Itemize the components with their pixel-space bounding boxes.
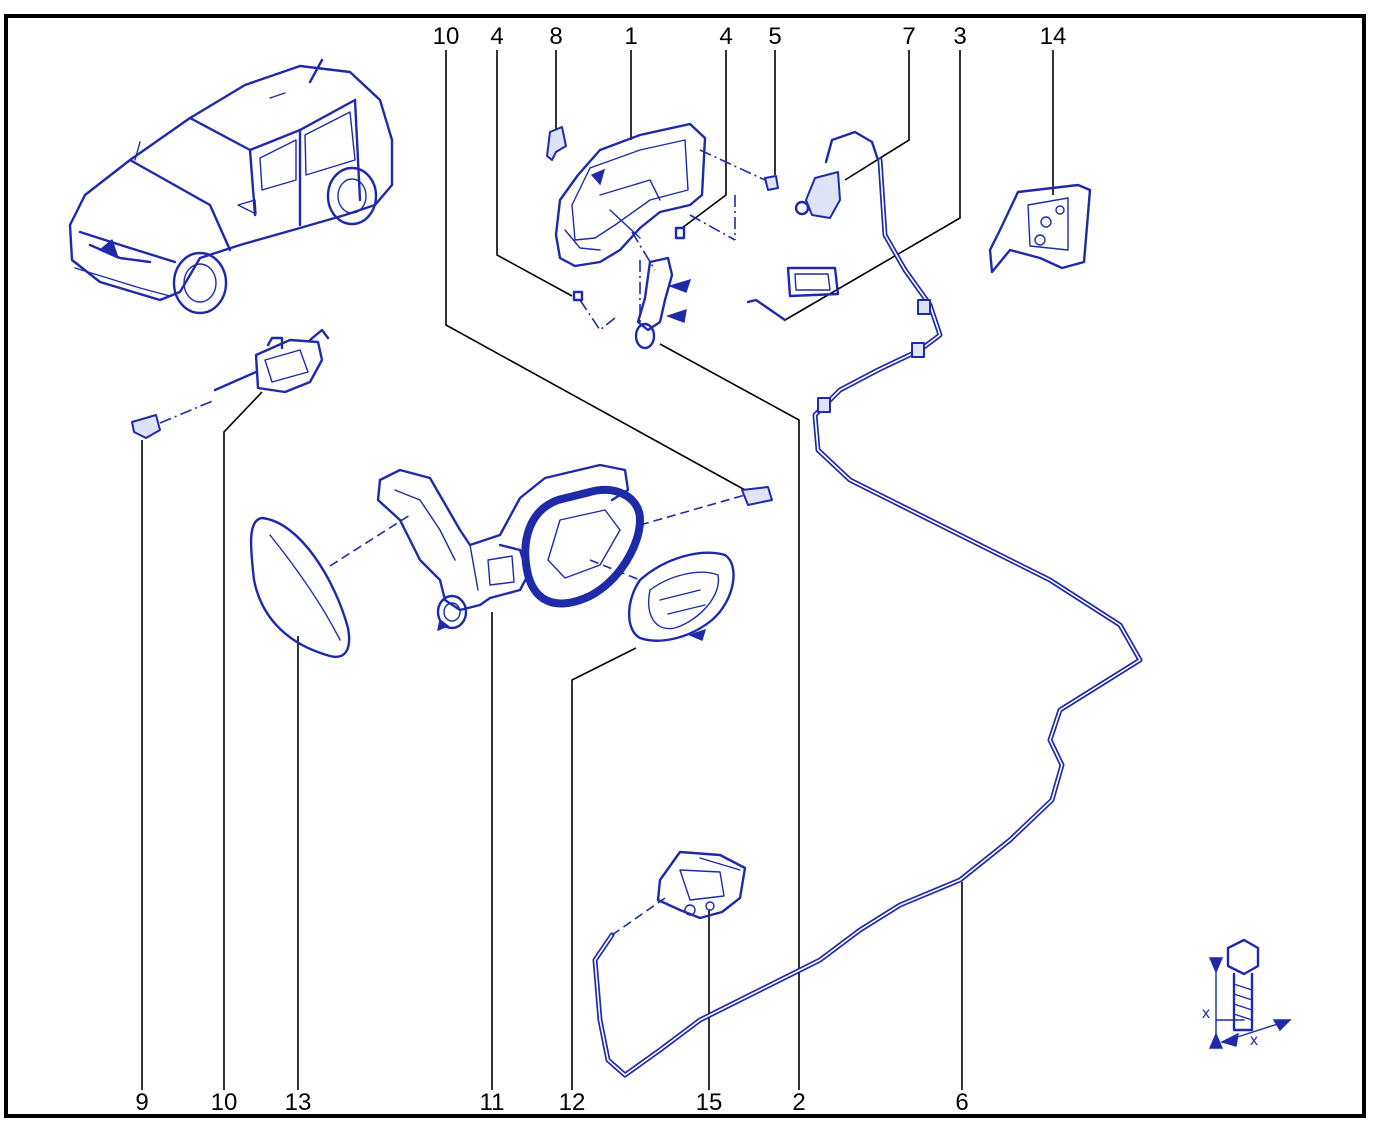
- part-9-screw: [131, 399, 216, 439]
- part-13-fuel-flap: [249, 514, 411, 659]
- part-15-latch: [611, 850, 747, 936]
- callout-11: 11: [480, 1089, 505, 1116]
- part-8-clip: [546, 126, 567, 161]
- callout-4-left: 4: [490, 23, 503, 50]
- part-10-lock-actuator: [213, 328, 330, 394]
- part-2-hinge-arm: [634, 256, 692, 350]
- callout-10-bottom: 10: [211, 1089, 238, 1116]
- part-6-release-cable: [592, 157, 1143, 1078]
- callout-15: 15: [696, 1089, 723, 1116]
- callout-13: 13: [285, 1089, 312, 1116]
- bolt-dimension-symbol: x x: [1202, 938, 1292, 1049]
- callout-3: 3: [953, 23, 966, 50]
- callout-12: 12: [559, 1089, 586, 1116]
- leader-lines: [141, 50, 1054, 1090]
- callout-5: 5: [768, 23, 781, 50]
- bolt-length-label: x: [1202, 1005, 1210, 1022]
- part-5-plug: [764, 175, 779, 191]
- part-3-label-clip: [746, 266, 840, 322]
- callout-14: 14: [1040, 23, 1067, 50]
- part-1-flap-housing: [554, 122, 707, 268]
- callout-4-right: 4: [719, 23, 732, 50]
- part-11-gasket-ring: [521, 485, 746, 608]
- vehicle-illustration: [68, 58, 394, 315]
- callout-10-top: 10: [433, 23, 460, 50]
- bolt-diameter-label: x: [1250, 1032, 1258, 1049]
- callout-6: 6: [955, 1089, 968, 1116]
- callout-1: 1: [624, 23, 637, 50]
- assembly-lines-upper: [579, 149, 766, 332]
- part-10-screw: [741, 486, 773, 506]
- diagram-frame: [4, 14, 1366, 1118]
- callout-9: 9: [135, 1089, 148, 1116]
- part-14-bracket: [988, 183, 1092, 274]
- part-12-cover: [628, 551, 735, 642]
- callout-8: 8: [549, 23, 562, 50]
- part-4-screws: [572, 226, 686, 302]
- part-7-actuator: [794, 130, 880, 219]
- callout-labels: 10 4 8 1 4 5 7 3 14 9 10 13 11 12 15 2 6: [135, 23, 1066, 1116]
- callout-2: 2: [792, 1089, 805, 1116]
- callout-7: 7: [902, 23, 915, 50]
